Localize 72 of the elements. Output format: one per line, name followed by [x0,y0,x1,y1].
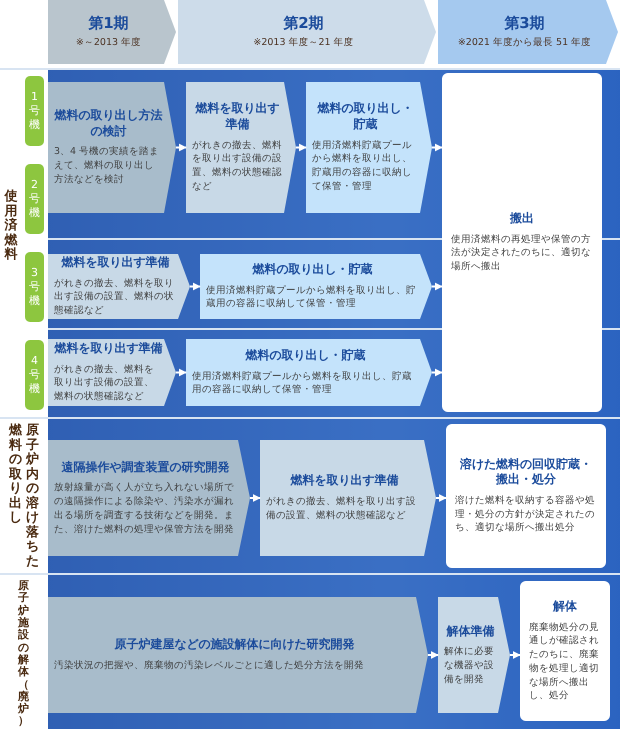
step-description: 使用済燃料の再処理や保管の方法が決定されたのちに、適切な場所へ搬出 [451,232,592,274]
unit-label: 4号機 [28,354,40,396]
arrow [296,144,307,152]
process-box [48,82,176,213]
step-description: 使用済燃料貯蔵プールから燃料を取り出し、貯蔵用の容器に収納して保管・管理 [312,138,413,194]
unit-badge [25,340,44,410]
step-description: 汚染状況の把握や、廃棄物の汚染レベルごとに適した処分方法を開発 [54,658,365,673]
process-box [306,82,432,213]
step-description: がれきの撤去、燃料を取り出す設備の設置、燃料の状態確認など [266,495,417,523]
process-box [186,339,432,406]
process-box [48,597,428,713]
final-step-box [446,424,606,568]
step-title: 解体準備 [445,624,496,640]
step-description: 3、4 号機の実績を踏まえて、燃料の取り出し方法などを検討 [54,145,160,187]
process-box [186,82,296,213]
phase-header [178,0,436,64]
unit-badge [25,252,44,322]
arrow [190,282,201,290]
phase-title: 第2期 [282,14,325,34]
step-title: 原子炉建屋などの施設解体に向けた研究開発 [114,637,356,653]
process-box [48,339,176,406]
row-heading: 原子炉施設の解体（廃炉） [17,580,30,728]
step-title: 燃料の取り出し・貯蔵 [316,101,414,133]
unit-label: 3号機 [28,266,40,308]
step-description: がれきの撤去、燃料を取り出す設備の設置、燃料の状態確認など [54,276,175,318]
step-title: 燃料の取り出し・貯蔵 [251,262,374,278]
unit-label: 2号機 [28,178,40,220]
step-title: 遠隔操作や調査装置の研究開発 [60,460,230,476]
arrow [176,368,187,376]
phase-title: 第1期 [87,14,130,34]
unit-badge [25,164,44,234]
phase-period: ※～2013 年度 [74,36,142,50]
process-box [48,254,190,319]
step-description: がれきの撤去、燃料を取り出す設備の設置、燃料の状態確認など [54,362,155,404]
phase-period: ※2013 年度～21 年度 [252,36,355,50]
phase-title: 第3期 [503,14,546,34]
step-title: 搬出 [508,211,535,227]
step-description: 放射線量が高く人が立ち入れない場所での遠隔操作による除染や、汚染水が漏れ出る場所を調査する技術などを開発。また、溶けた燃料の処理や保管方法を開発 [54,481,235,536]
process-box [438,597,510,713]
step-title: 燃料の取り出し方法の検討 [54,108,163,140]
arrow [432,368,443,376]
arrow [510,651,521,659]
step-description: 溶けた燃料を収納する容器や処理・処分の方針が決定されたのち、適切な場所へ搬出処分 [455,494,596,536]
phase-header [48,0,176,64]
step-title: 溶けた燃料の回収貯蔵・搬出・処分 [459,456,593,488]
arrow [176,144,187,152]
step-title: 燃料を取り出す準備 [54,341,163,357]
arrow [432,282,443,290]
step-title: 燃料を取り出す準備 [194,101,280,133]
step-description: 廃棄物処分の見通しが確認されたのちに、廃棄物を処理し適切な場所へ搬出し、処分 [529,620,600,704]
phase-period: ※2021 年度から最長 51 年度 [456,36,592,50]
row-heading: 使用済燃料 [3,190,19,263]
step-description: 使用済燃料貯蔵プールから燃料を取り出し、貯蔵用の容器に収納して保管・管理 [192,370,413,398]
process-box [260,440,436,556]
arrow [428,651,439,659]
final-step-box [520,581,610,721]
arrow [432,144,443,152]
phase-header [438,0,618,64]
step-title: 燃料を取り出す準備 [60,255,170,271]
step-title: 燃料の取り出し・貯蔵 [244,348,366,364]
unit-badge [25,76,44,146]
process-box [200,254,432,319]
final-step-box [442,73,602,412]
step-title: 燃料を取り出す準備 [289,473,400,490]
arrow [436,494,447,502]
arrow [250,494,261,502]
unit-label: 1号機 [28,90,40,132]
step-description: 使用済燃料貯蔵プールから燃料を取り出し、貯蔵用の容器に収納して保管・管理 [206,284,417,312]
step-description: がれきの撤去、燃料を取り出す設備の設置、燃料の状態確認など [192,138,283,194]
process-box [48,440,250,556]
step-description: 解体に必要な機器や設備を開発 [444,645,495,686]
step-title: 解体 [552,598,578,614]
